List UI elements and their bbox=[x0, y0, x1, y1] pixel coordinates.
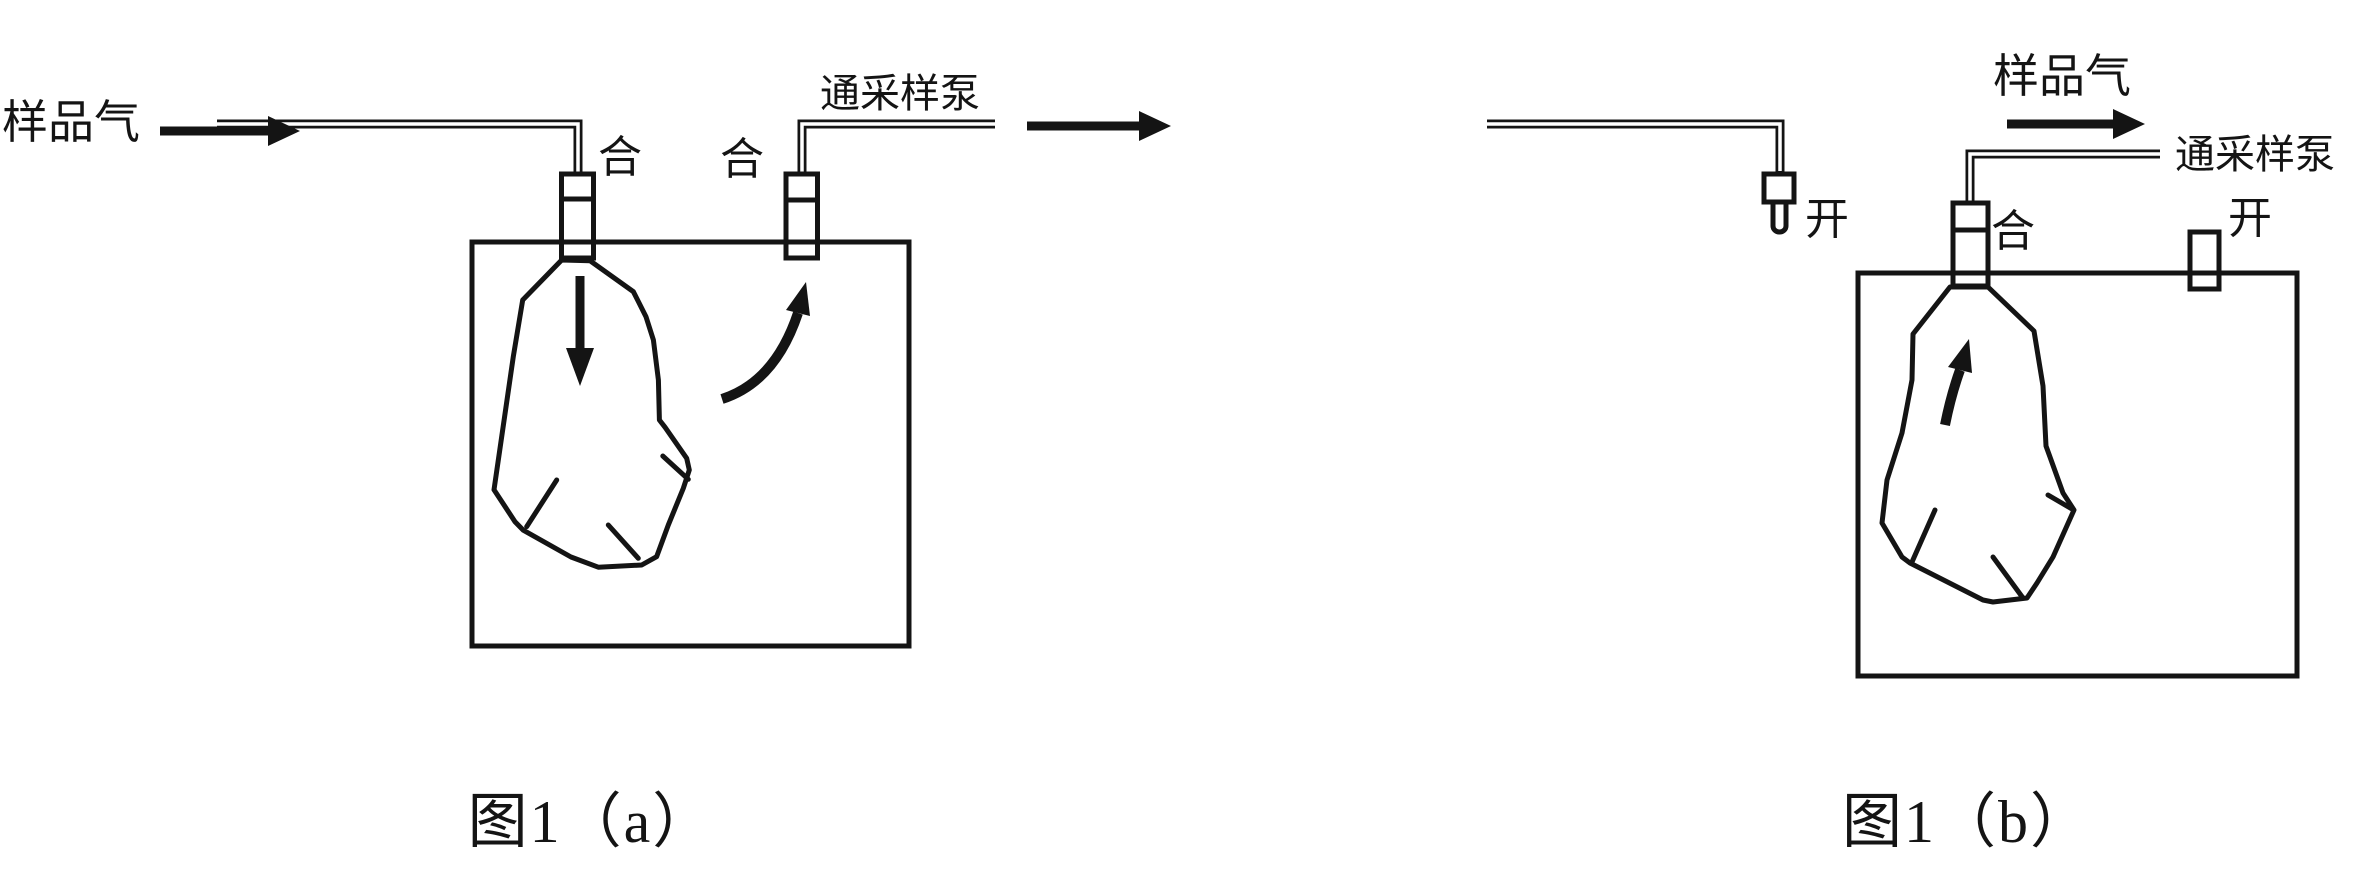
pump-outlet-tube-core bbox=[800, 122, 995, 176]
vent-valve-open bbox=[2187, 229, 2222, 292]
outlet-valve bbox=[783, 171, 820, 261]
figure-b: 样品气 开 合 开 通采样泵 图1（b） bbox=[1487, 51, 2335, 855]
pump-outlet-tube-core bbox=[1968, 152, 2160, 205]
line-valve-open bbox=[1761, 171, 1797, 205]
sample-gas-line-tube bbox=[1487, 119, 1785, 173]
sample-gas-label: 样品气 bbox=[2, 97, 140, 148]
pump-outlet-tube bbox=[797, 119, 995, 174]
gas-bag bbox=[491, 257, 692, 570]
inlet-valve bbox=[559, 171, 596, 261]
chamber-box bbox=[1855, 270, 2300, 679]
inflow-arrow-icon bbox=[160, 116, 300, 146]
bag-crease bbox=[1909, 507, 1938, 565]
figure-b-caption: 图1（b） bbox=[1842, 789, 2092, 855]
flow-curve-arrow bbox=[720, 311, 803, 404]
sample-gas-line-tube-core bbox=[1487, 122, 1782, 171]
bag-crease bbox=[605, 522, 641, 561]
inflow-arrow-icon bbox=[2007, 109, 2145, 139]
line-valve-label: 开 bbox=[1805, 195, 1849, 244]
inflate-arrow-shaft bbox=[1940, 368, 1965, 426]
chamber-box bbox=[469, 239, 912, 649]
inlet-valve-label: 合 bbox=[598, 133, 642, 182]
bag-crease bbox=[2045, 492, 2075, 512]
vent-valve-label: 开 bbox=[2228, 194, 2272, 243]
flow-curve-arrow-head-icon bbox=[786, 282, 810, 316]
pump-label: 通采样泵 bbox=[2175, 132, 2335, 177]
bag-crease bbox=[1990, 554, 2026, 601]
figure-a: 样品气 合 合 通采样泵 图1（a） bbox=[2, 71, 1171, 855]
sample-gas-inlet-tube-core bbox=[217, 122, 580, 172]
pump-label: 通采样泵 bbox=[820, 71, 980, 116]
bag-crease bbox=[524, 477, 560, 530]
outflow-arrow-icon bbox=[1027, 111, 1171, 141]
gas-bag bbox=[1879, 284, 2077, 605]
inflate-arrow-head-icon bbox=[1948, 339, 1972, 373]
deflate-arrow-head-icon bbox=[566, 348, 594, 386]
outlet-valve-label: 合 bbox=[720, 135, 764, 184]
figure-a-caption: 图1（a） bbox=[468, 789, 715, 855]
bag-crease bbox=[660, 453, 691, 482]
line-valve-stem bbox=[1770, 199, 1789, 235]
bag-valve-label: 合 bbox=[1991, 207, 2035, 256]
pump-outlet-tube bbox=[1965, 149, 2160, 203]
sample-gas-label: 样品气 bbox=[1993, 51, 2131, 102]
